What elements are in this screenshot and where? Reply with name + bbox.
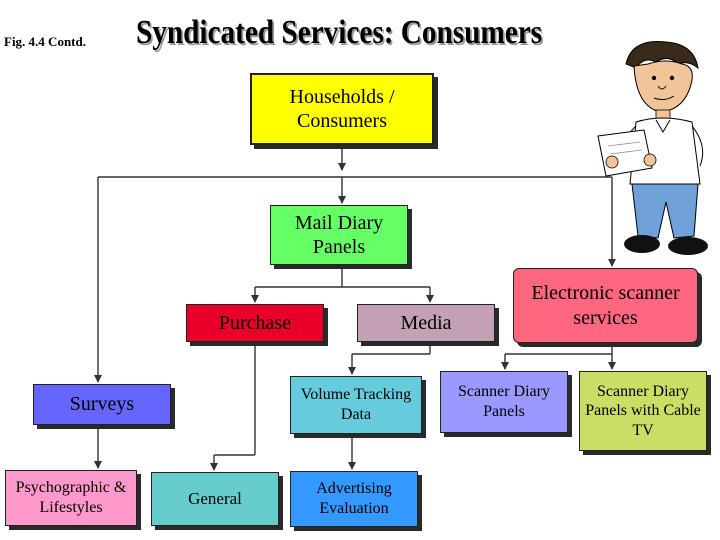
scanner-diary-cable-box: Scanner Diary Panels with Cable TV [579, 371, 707, 451]
advertising-label: Advertising Evaluation [316, 480, 392, 517]
general-box: General [151, 472, 279, 526]
volume-tracking-box: Volume Tracking Data [290, 376, 422, 434]
electronic-box: Electronic scanner services [513, 268, 698, 343]
figure-label: Fig. 4.4 Contd. [4, 34, 86, 49]
scanner-diary-box: Scanner Diary Panels [440, 371, 568, 433]
psychographic-box: Psychographic & Lifestyles [5, 470, 137, 526]
media-box: Media [357, 304, 495, 342]
households-label: Households / Consumers [289, 85, 395, 132]
households-box: Households / Consumers [250, 73, 434, 145]
surveys-label: Surveys [69, 393, 135, 416]
psychographic-label: Psychographic & Lifestyles [15, 479, 127, 516]
general-label: General [188, 488, 242, 508]
surveys-box: Surveys [33, 384, 171, 425]
scanner-diary-cable-label: Scanner Diary Panels with Cable TV [585, 382, 701, 439]
advertising-box: Advertising Evaluation [290, 471, 418, 527]
man-holding-paper-illustration [597, 40, 708, 255]
mail-diary-label: Mail Diary Panels [294, 211, 384, 258]
purchase-label: Purchase [218, 311, 292, 334]
mail-diary-box: Mail Diary Panels [270, 205, 408, 265]
volume-tracking-label: Volume Tracking Data [300, 386, 412, 423]
page-title: Syndicated Services: Consumers [136, 14, 543, 51]
purchase-box: Purchase [186, 304, 324, 342]
media-label: Media [400, 311, 452, 334]
scanner-diary-label: Scanner Diary Panels [458, 383, 550, 420]
electronic-label: Electronic scanner services [531, 282, 680, 329]
